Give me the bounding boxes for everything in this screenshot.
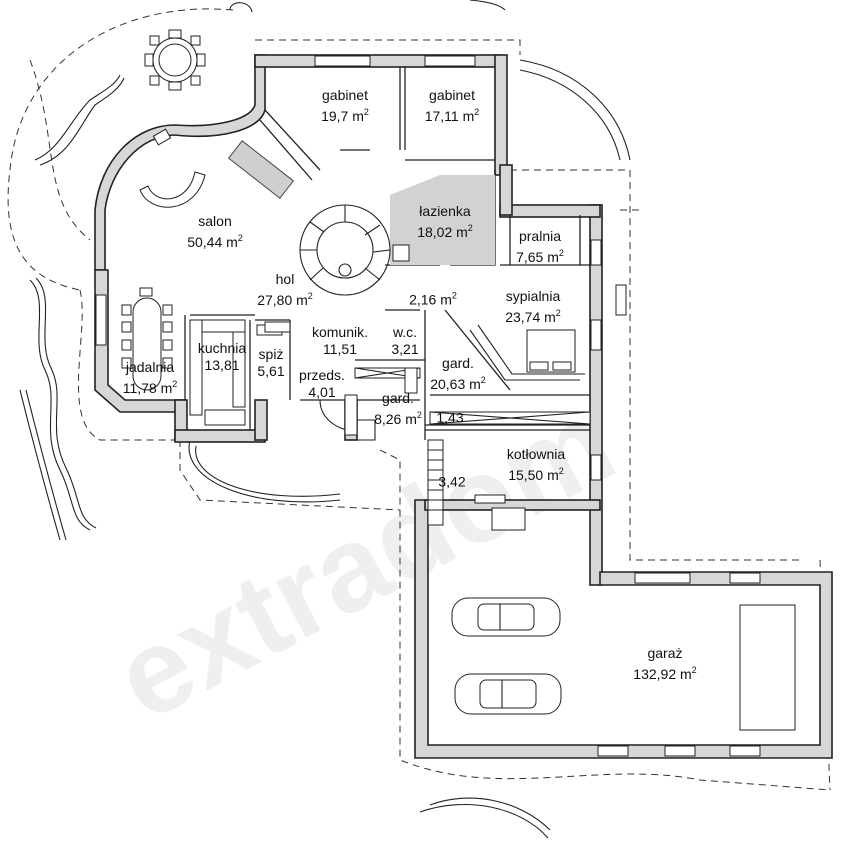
bathroom-floor: [390, 175, 495, 265]
room-name: garaż: [647, 645, 683, 662]
room-name: kotłownia: [506, 446, 566, 463]
room-jadalnia: jadalnia 11,78 m2: [122, 359, 178, 396]
boiler-equipment: [474, 494, 526, 531]
car-top: [451, 597, 561, 637]
room-area: 23,74 m: [505, 308, 556, 325]
room-area: 19,7 m: [321, 107, 364, 124]
room-name: spiż: [258, 346, 284, 362]
room-name: sypialnia: [505, 288, 561, 305]
room-name: komunik.: [311, 324, 369, 340]
room-pralnia: pralnia 7,65 m2: [516, 228, 564, 265]
bed: [526, 329, 576, 373]
room-area: 13,81: [204, 357, 240, 373]
room-name: łazienka: [419, 203, 471, 220]
salon-sofa: [139, 128, 295, 208]
room-area: 15,50 m: [508, 466, 559, 483]
room-gard-1: gard. 20,63 m2: [430, 355, 486, 392]
room-hall-small: 2,16 m2: [409, 290, 457, 308]
room-gard-2: gard. 8,26 m2: [374, 390, 422, 427]
room-name: hol: [275, 271, 295, 288]
room-area: 18,02 m: [417, 223, 468, 240]
room-salon: salon 50,44 m2: [187, 213, 243, 250]
room-kuchnia: kuchnia 13,81: [198, 340, 246, 374]
room-lazienka: łazienka 18,02 m2: [417, 203, 473, 240]
interior-walls: [184, 67, 590, 440]
room-hall-143: 1,43: [436, 410, 463, 427]
shower: [392, 244, 410, 262]
room-area: 3,42: [438, 473, 466, 490]
room-name: salon: [198, 213, 232, 230]
car-bottom: [454, 673, 562, 715]
garage-cars: [451, 597, 796, 731]
spiral-staircase: [299, 204, 391, 296]
room-wc: w.c. 3,21: [391, 324, 418, 358]
room-name: gabinet: [322, 87, 368, 104]
room-area: 11,78 m: [122, 379, 173, 396]
room-name: gabinet: [429, 87, 475, 104]
room-area: 3,21: [391, 341, 419, 357]
room-area: 8,26 m: [374, 410, 417, 427]
room-name: kuchnia: [197, 340, 247, 356]
room-area: 1,43: [436, 409, 464, 426]
room-sypialnia: sypialnia 23,74 m2: [505, 288, 561, 325]
room-kotlownia: kotłownia 15,50 m2: [506, 446, 566, 483]
room-area: 20,63 m: [430, 375, 481, 392]
room-przeds: przeds. 4,01: [299, 367, 345, 401]
room-area: 4,01: [308, 384, 336, 400]
room-area: 50,44 m: [187, 233, 238, 250]
room-hol: hol 27,80 m2: [257, 271, 313, 308]
room-area: 27,80 m: [257, 291, 308, 308]
room-komunik: komunik. 11,51: [312, 324, 368, 358]
room-area: 11,51: [323, 341, 357, 357]
wardrobes: [264, 321, 591, 425]
room-area: 2,16 m: [409, 291, 452, 308]
room-area: 5,61: [257, 363, 285, 379]
room-area: 7,65 m: [516, 248, 559, 265]
room-name: pralnia: [518, 228, 562, 245]
room-spiz: spiż 5,61: [257, 346, 284, 380]
windows: [95, 55, 761, 757]
entrance: [319, 394, 376, 441]
dining-table: [121, 287, 173, 391]
room-area: 17,11 m: [424, 107, 475, 124]
room-name: w.c.: [392, 324, 418, 340]
room-name: przeds.: [299, 367, 345, 383]
room-gabinet-2: gabinet 17,11 m2: [424, 87, 480, 124]
room-name: jadalnia: [125, 359, 175, 376]
room-garaz: garaż 132,92 m2: [633, 645, 697, 682]
garden-paths: [19, 0, 631, 839]
room-area: 132,92 m: [633, 665, 692, 682]
round-table: [144, 29, 206, 91]
room-stairs-342: 3,42: [438, 474, 465, 491]
room-name: gard.: [382, 390, 414, 407]
room-name: gard.: [442, 355, 474, 372]
garage-stairs: [427, 439, 444, 526]
room-gabinet-1: gabinet 19,7 m2: [321, 87, 369, 124]
storage-area: [739, 604, 796, 731]
